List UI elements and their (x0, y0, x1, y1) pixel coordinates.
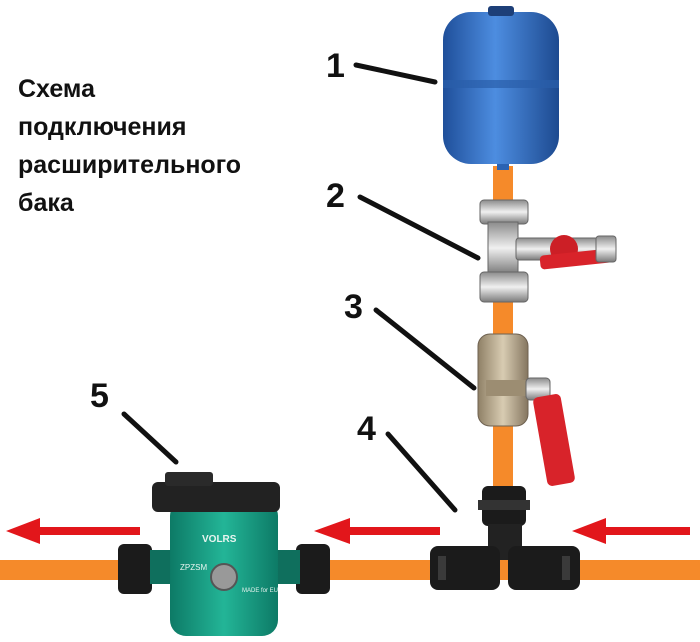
leader-line-4 (385, 431, 458, 513)
callout-5: 5 (90, 377, 109, 415)
pump-made-in: MADE for EU (242, 588, 278, 594)
compression-tee (430, 486, 580, 590)
drain-valve (477, 333, 575, 486)
leader-line-3 (373, 307, 477, 391)
flow-arrow-left (6, 518, 140, 544)
tee-with-ball-valve (479, 199, 617, 303)
pump-brand: VOLRS (202, 534, 237, 545)
title-line-1: Схема (18, 75, 95, 103)
title-line-2: подключения (18, 113, 187, 141)
expansion-tank (443, 6, 559, 170)
main-pipe (0, 560, 700, 580)
pump-model: ZPZSM (180, 563, 207, 572)
callout-1: 1 (326, 47, 345, 85)
pump-speed-knob (210, 563, 238, 591)
callout-2: 2 (326, 177, 345, 215)
leader-line-2 (357, 194, 481, 261)
title-line-3: расширительного (18, 151, 242, 179)
flow-arrow-right (572, 518, 690, 544)
riser-pipe-bottom (493, 425, 513, 490)
riser-pipe-top (493, 166, 513, 206)
callout-4: 4 (357, 410, 376, 448)
riser-pipe-middle (493, 300, 513, 340)
callout-3: 3 (344, 288, 363, 326)
flow-arrow-middle (314, 518, 440, 544)
circulation-pump: VOLRS ZPZSM MADE for EU (118, 472, 330, 636)
leader-line-1 (353, 62, 438, 85)
leader-line-5 (121, 411, 179, 465)
title-line-4: бака (18, 189, 74, 217)
drain-valve-handle (533, 394, 575, 486)
